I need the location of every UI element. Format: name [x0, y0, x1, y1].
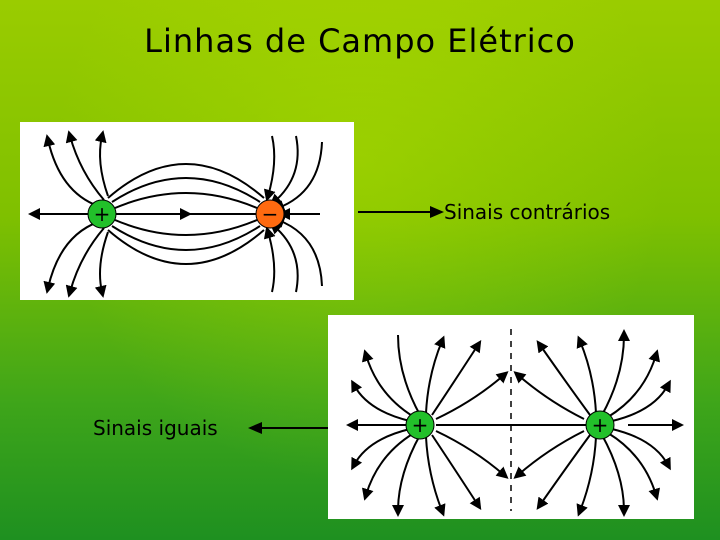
left-positive-sign: + [412, 413, 429, 437]
caption-equal-charges: Sinais iguais [93, 416, 218, 440]
caption-opposite-charges: Sinais contrários [444, 200, 611, 224]
field-lines-equal: + + [346, 329, 684, 517]
positive-charge [87, 199, 117, 229]
right-positive-sign: + [592, 413, 609, 437]
left-positive-charge [405, 410, 435, 440]
pointer-arrow-equal [248, 422, 328, 434]
diagram-equal-charges: + + [328, 315, 694, 519]
pointer-arrow-opposite [358, 206, 444, 218]
slide-title: Linhas de Campo Elétrico [144, 22, 576, 60]
negative-charge [255, 199, 285, 229]
positive-sign: + [94, 202, 111, 226]
field-lines-opposite: + − [28, 130, 323, 298]
diagram-opposite-charges: + − [20, 122, 354, 300]
right-positive-charge [585, 410, 615, 440]
negative-sign: − [262, 202, 279, 226]
